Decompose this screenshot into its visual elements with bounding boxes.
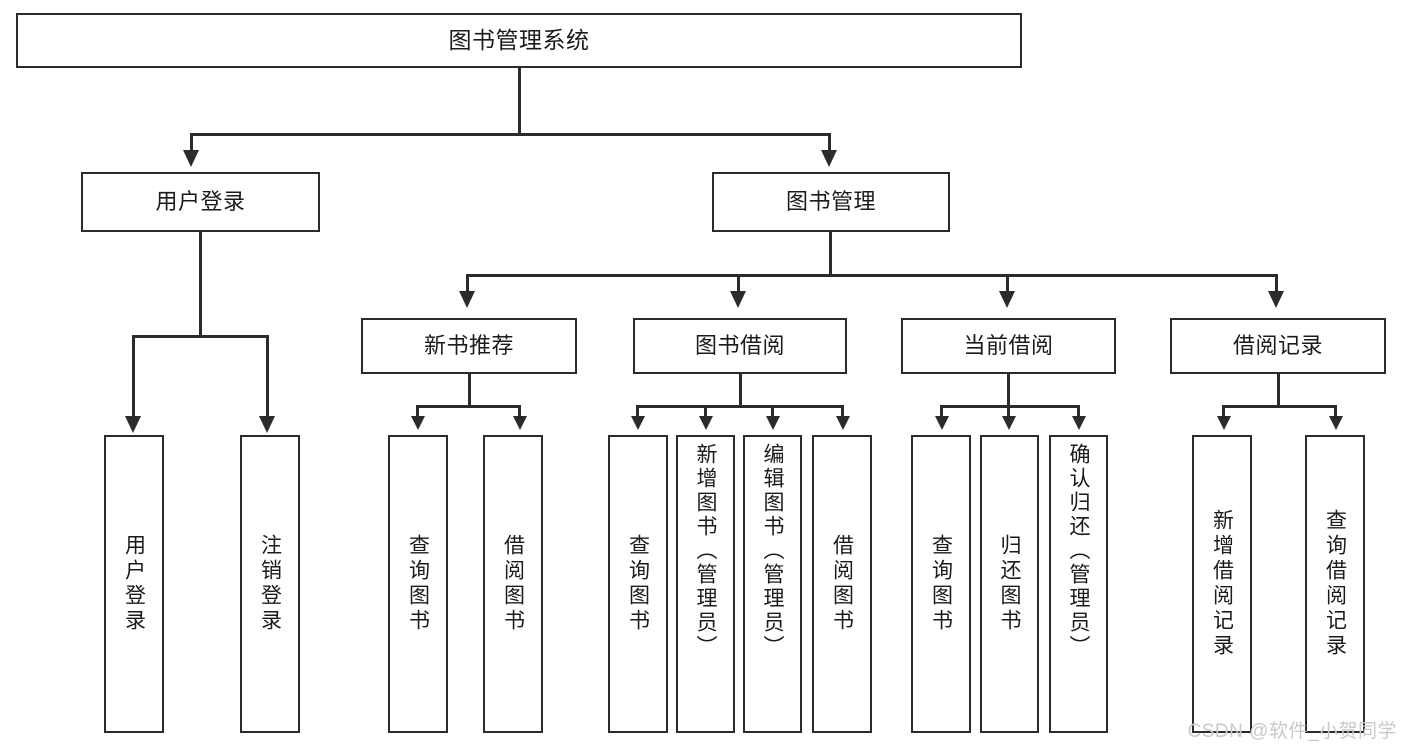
node-label: 图书管理 <box>785 189 876 215</box>
leaf-borrow-book-recommend[interactable]: 借阅图书 <box>483 435 543 733</box>
arrow-to-book-borrow <box>730 291 746 308</box>
connector-user-login-left <box>132 335 135 417</box>
leaf-add-book-admin[interactable]: 新增图书（管理员） <box>676 435 735 733</box>
arrow-to-query-book-3 <box>935 416 949 430</box>
connector-borrowrecord-r <box>1334 405 1337 417</box>
connector-user-login-stem <box>199 232 202 337</box>
connector-currentborrow-c2 <box>1007 405 1010 417</box>
node-label: 查询图书 <box>406 534 430 634</box>
node-user-login[interactable]: 用户登录 <box>81 172 320 232</box>
arrow-to-borrow-book-2 <box>836 416 850 430</box>
leaf-query-book-borrow[interactable]: 查询图书 <box>608 435 668 733</box>
node-book-management[interactable]: 图书管理 <box>712 172 950 232</box>
leaf-add-borrow-record[interactable]: 新增借阅记录 <box>1192 435 1252 733</box>
node-current-borrow[interactable]: 当前借阅 <box>901 318 1116 374</box>
arrow-to-query-book-2 <box>631 416 645 430</box>
arrow-to-edit-book <box>766 416 780 430</box>
node-label: 查询图书 <box>929 534 953 634</box>
connector-currentborrow-c3 <box>1077 405 1080 417</box>
connector-newbook-bar <box>416 405 521 408</box>
node-book-borrow[interactable]: 图书借阅 <box>633 318 847 374</box>
connector-borrowrecord-stem <box>1277 374 1280 407</box>
leaf-edit-book-admin[interactable]: 编辑图书（管理员） <box>743 435 802 733</box>
connector-book-mgmt-bar <box>466 274 1278 277</box>
connector-book-mgmt-c3 <box>1006 274 1009 292</box>
connector-bookborrow-stem <box>739 374 742 407</box>
arrow-to-borrow-record <box>1268 291 1284 308</box>
connector-user-login-right <box>266 335 269 417</box>
connector-book-mgmt-c4 <box>1275 274 1278 292</box>
node-root-library-system[interactable]: 图书管理系统 <box>16 13 1022 68</box>
node-label: 当前借阅 <box>963 333 1054 359</box>
node-label: 新增图书（管理员） <box>694 443 717 659</box>
connector-newbook-stem <box>468 374 471 407</box>
node-label: 新增借阅记录 <box>1210 509 1234 659</box>
leaf-confirm-return-admin[interactable]: 确认归还（管理员） <box>1049 435 1108 733</box>
arrow-to-add-book <box>699 416 713 430</box>
connector-book-mgmt-stem <box>829 232 832 276</box>
node-label: 归还图书 <box>998 534 1021 634</box>
connector-root-to-book-mgmt <box>828 133 831 151</box>
connector-newbook-r <box>518 405 521 417</box>
leaf-return-book[interactable]: 归还图书 <box>980 435 1039 733</box>
arrow-root-to-user-login <box>183 150 199 167</box>
node-label: 新书推荐 <box>423 333 514 359</box>
node-label: 用户登录 <box>155 189 246 215</box>
node-label: 注销登录 <box>258 534 282 634</box>
connector-root-stem <box>518 68 521 135</box>
leaf-query-book-current[interactable]: 查询图书 <box>911 435 971 733</box>
arrow-to-query-borrow-record <box>1329 416 1343 430</box>
connector-root-bar <box>190 133 830 136</box>
connector-bookborrow-bar <box>636 405 844 408</box>
arrow-to-current-borrow <box>999 291 1015 308</box>
leaf-user-login[interactable]: 用户登录 <box>104 435 164 733</box>
arrow-to-new-book-recommend <box>459 291 475 308</box>
arrow-to-logout-leaf <box>259 416 275 433</box>
leaf-borrow-book[interactable]: 借阅图书 <box>812 435 872 733</box>
connector-user-login-bar <box>132 335 269 338</box>
node-label: 图书借阅 <box>694 333 785 359</box>
node-label: 图书管理系统 <box>448 27 590 54</box>
csdn-watermark: CSDN @软件_小贺同学 <box>1187 721 1397 742</box>
connector-bookborrow-c2 <box>704 405 707 417</box>
leaf-logout[interactable]: 注销登录 <box>240 435 300 733</box>
node-label: 借阅图书 <box>501 534 525 634</box>
connector-currentborrow-stem <box>1007 374 1010 407</box>
connector-bookborrow-c3 <box>771 405 774 417</box>
node-label: 确认归还（管理员） <box>1067 443 1090 659</box>
arrow-to-confirm-return <box>1072 416 1086 430</box>
arrow-to-add-borrow-record <box>1217 416 1231 430</box>
connector-newbook-l <box>416 405 419 417</box>
node-label: 编辑图书（管理员） <box>761 443 784 659</box>
node-label: 用户登录 <box>122 534 146 634</box>
connector-currentborrow-bar <box>940 405 1080 408</box>
connector-bookborrow-c1 <box>636 405 639 417</box>
arrow-to-borrow-book-1 <box>513 416 527 430</box>
connector-currentborrow-c1 <box>940 405 943 417</box>
arrow-to-user-login-leaf <box>125 416 141 433</box>
connector-book-mgmt-c2 <box>737 274 740 292</box>
arrow-to-query-book-1 <box>411 416 425 430</box>
node-label: 查询借阅记录 <box>1323 509 1347 659</box>
node-label: 借阅图书 <box>830 534 854 634</box>
arrow-to-return-book <box>1002 416 1016 430</box>
leaf-query-borrow-record[interactable]: 查询借阅记录 <box>1305 435 1365 733</box>
connector-root-to-user-login <box>190 133 193 151</box>
connector-borrowrecord-l <box>1222 405 1225 417</box>
connector-book-mgmt-c1 <box>466 274 469 292</box>
leaf-query-book-recommend[interactable]: 查询图书 <box>388 435 448 733</box>
node-label: 借阅记录 <box>1232 333 1323 359</box>
connector-bookborrow-c4 <box>841 405 844 417</box>
node-label: 查询图书 <box>626 534 650 634</box>
connector-borrowrecord-bar <box>1222 405 1337 408</box>
node-borrow-record[interactable]: 借阅记录 <box>1170 318 1386 374</box>
arrow-root-to-book-mgmt <box>821 150 837 167</box>
node-new-book-recommend[interactable]: 新书推荐 <box>361 318 577 374</box>
